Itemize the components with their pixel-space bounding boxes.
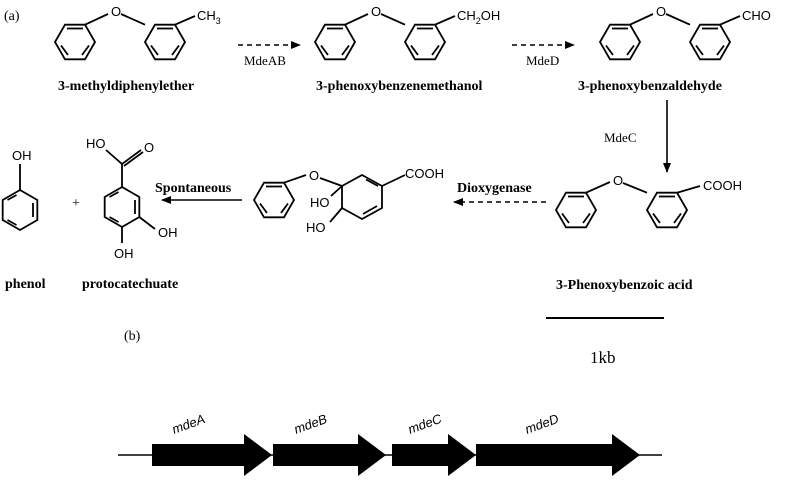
gene-arrow-mdeb xyxy=(273,434,386,476)
gene-arrow-mded xyxy=(476,434,640,476)
carbonyl-oxygen: O xyxy=(144,140,154,155)
compound-3-phenoxybenzoic-acid: O COOH 3-Phenoxybenzoic acid xyxy=(555,173,742,293)
gene-label-mdea: mdeA xyxy=(170,411,207,437)
gene-label-mdec: mdeC xyxy=(406,411,444,437)
hydroxyl-group: OH xyxy=(114,246,134,261)
compound-name: protocatechuate xyxy=(82,277,178,292)
compound-name: phenol xyxy=(5,277,46,292)
carboxyl-group: COOH xyxy=(703,178,742,193)
compound-dihydrodiol-intermediate: O COOH HO HO xyxy=(253,166,444,235)
ether-oxygen: O xyxy=(309,168,319,183)
hydroxyl-group: OH xyxy=(158,225,178,240)
aldehyde-group: CHO xyxy=(742,8,771,23)
carboxyl-group: COOH xyxy=(405,166,444,181)
compound-3-phenoxybenzaldehyde: O CHO 3-phenoxybenzaldehyde xyxy=(578,4,771,94)
plus-sign: + xyxy=(72,196,80,211)
compound-3-methyldiphenylether: O CH3 3-methyldiphenylether xyxy=(54,4,221,94)
compound-name: 3-phenoxybenzaldehyde xyxy=(578,79,722,94)
gene-arrow-mdea xyxy=(152,434,272,476)
ether-oxygen: O xyxy=(371,4,381,19)
compound-name: 3-methyldiphenylether xyxy=(58,79,194,94)
scale-bar-label: 1kb xyxy=(590,348,616,367)
panel-label-a: (a) xyxy=(4,9,20,24)
compound-name: 3-Phenoxybenzoic acid xyxy=(556,278,693,293)
hydroxyl-group: HO xyxy=(306,220,326,235)
enzyme-dioxygenase: Dioxygenase xyxy=(457,181,532,196)
hydroxyl-group: HO xyxy=(310,195,330,210)
compound-name: 3-phenoxybenzenemethanol xyxy=(316,79,483,94)
ether-oxygen: O xyxy=(613,173,623,188)
compound-3-phenoxybenzenemethanol: O CH2OH 3-phenoxybenzenemethanol xyxy=(314,4,500,94)
hydroxyl-group: OH xyxy=(12,148,32,163)
spontaneous-label: Spontaneous xyxy=(155,181,232,196)
hydroxymethyl-group: CH2OH xyxy=(457,8,500,26)
gene-label-mdeb: mdeB xyxy=(292,411,329,437)
panel-label-b: (b) xyxy=(124,329,141,344)
enzyme-mded: MdeD xyxy=(526,53,559,68)
gene-label-mded: mdeD xyxy=(523,411,561,437)
ether-oxygen: O xyxy=(656,4,666,19)
compound-protocatechuate: O HO OH OH protocatechuate xyxy=(82,136,178,292)
enzyme-mdec: MdeC xyxy=(604,130,637,145)
methyl-group: CH3 xyxy=(197,8,221,26)
hydroxyl-group: HO xyxy=(86,136,106,151)
compound-phenol: OH phenol xyxy=(1,148,46,292)
ether-oxygen: O xyxy=(111,4,121,19)
gene-arrow-mdec xyxy=(392,434,476,476)
enzyme-mdeab: MdeAB xyxy=(244,53,286,68)
